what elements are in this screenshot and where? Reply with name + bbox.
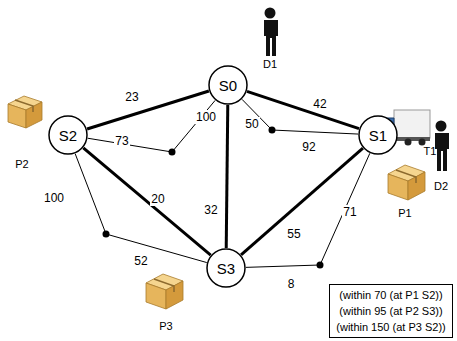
- circle-outline: [49, 116, 87, 154]
- side-road: [246, 153, 370, 267]
- waypoint-dot: [169, 149, 176, 156]
- driver-icon: [262, 8, 278, 57]
- edge-weight: 20: [150, 192, 165, 206]
- truck-label: T1: [424, 144, 437, 158]
- edge-weight: 92: [301, 140, 316, 154]
- package-label: P3: [159, 319, 172, 333]
- station-circle: S0: [208, 65, 248, 105]
- edge-weight: 32: [203, 203, 218, 217]
- side-road: [88, 100, 215, 152]
- node-text: S0: [219, 77, 237, 94]
- main-road: [247, 91, 359, 128]
- waypoint-dot: [269, 127, 276, 134]
- waypoint-dot: [103, 231, 110, 238]
- text-group: S3: [217, 260, 235, 277]
- main-road: [241, 148, 363, 255]
- main-road: [226, 105, 228, 248]
- driver-label: D1: [263, 57, 277, 71]
- edge-weight: 50: [244, 117, 259, 131]
- circle-outline: [359, 116, 397, 154]
- package-icon: [8, 96, 42, 128]
- main-road: [87, 91, 209, 129]
- edge-weight: 100: [43, 191, 65, 205]
- edge-weight: 73: [114, 134, 129, 148]
- driver-label: D2: [434, 179, 448, 193]
- node-text: S3: [217, 260, 235, 277]
- edge-weight: 23: [124, 90, 139, 104]
- text-group: S1: [369, 127, 387, 144]
- text-group: S2: [59, 127, 77, 144]
- text-group: S0: [219, 77, 237, 94]
- node-text: S2: [59, 127, 77, 144]
- package-label: P1: [398, 206, 411, 220]
- edge-weight: 100: [195, 110, 217, 124]
- package-icon: [388, 165, 425, 200]
- node-text: (within 95 (at P2 S3)): [336, 303, 445, 319]
- circle-outline: [207, 249, 245, 287]
- node-text: (within 150 (at P3 S2)): [336, 319, 445, 335]
- station-circle: S1: [358, 115, 398, 155]
- edge-weight: 71: [342, 205, 357, 219]
- waypoint-dot: [317, 262, 324, 269]
- package-label: P2: [15, 157, 28, 171]
- constraint-box: (within 70 (at P1 S2))(within 95 (at P2 …: [329, 284, 453, 338]
- edge-weight: 8: [287, 277, 296, 291]
- station-circle: S3: [206, 248, 246, 288]
- box-outline: [330, 285, 453, 338]
- edge-weight: 55: [286, 227, 301, 241]
- node-text: S1: [369, 127, 387, 144]
- node-text: (within 70 (at P1 S2)): [336, 287, 445, 303]
- package-icon: [146, 274, 183, 309]
- side-road: [242, 99, 358, 134]
- edge-weight: 52: [133, 254, 148, 268]
- station-circle: S2: [48, 115, 88, 155]
- edge-weight: 42: [312, 97, 327, 111]
- main-road: [83, 148, 210, 255]
- text-group: (within 70 (at P1 S2))(within 95 (at P2 …: [336, 287, 445, 335]
- side-road: [75, 154, 207, 263]
- circle-outline: [209, 66, 247, 104]
